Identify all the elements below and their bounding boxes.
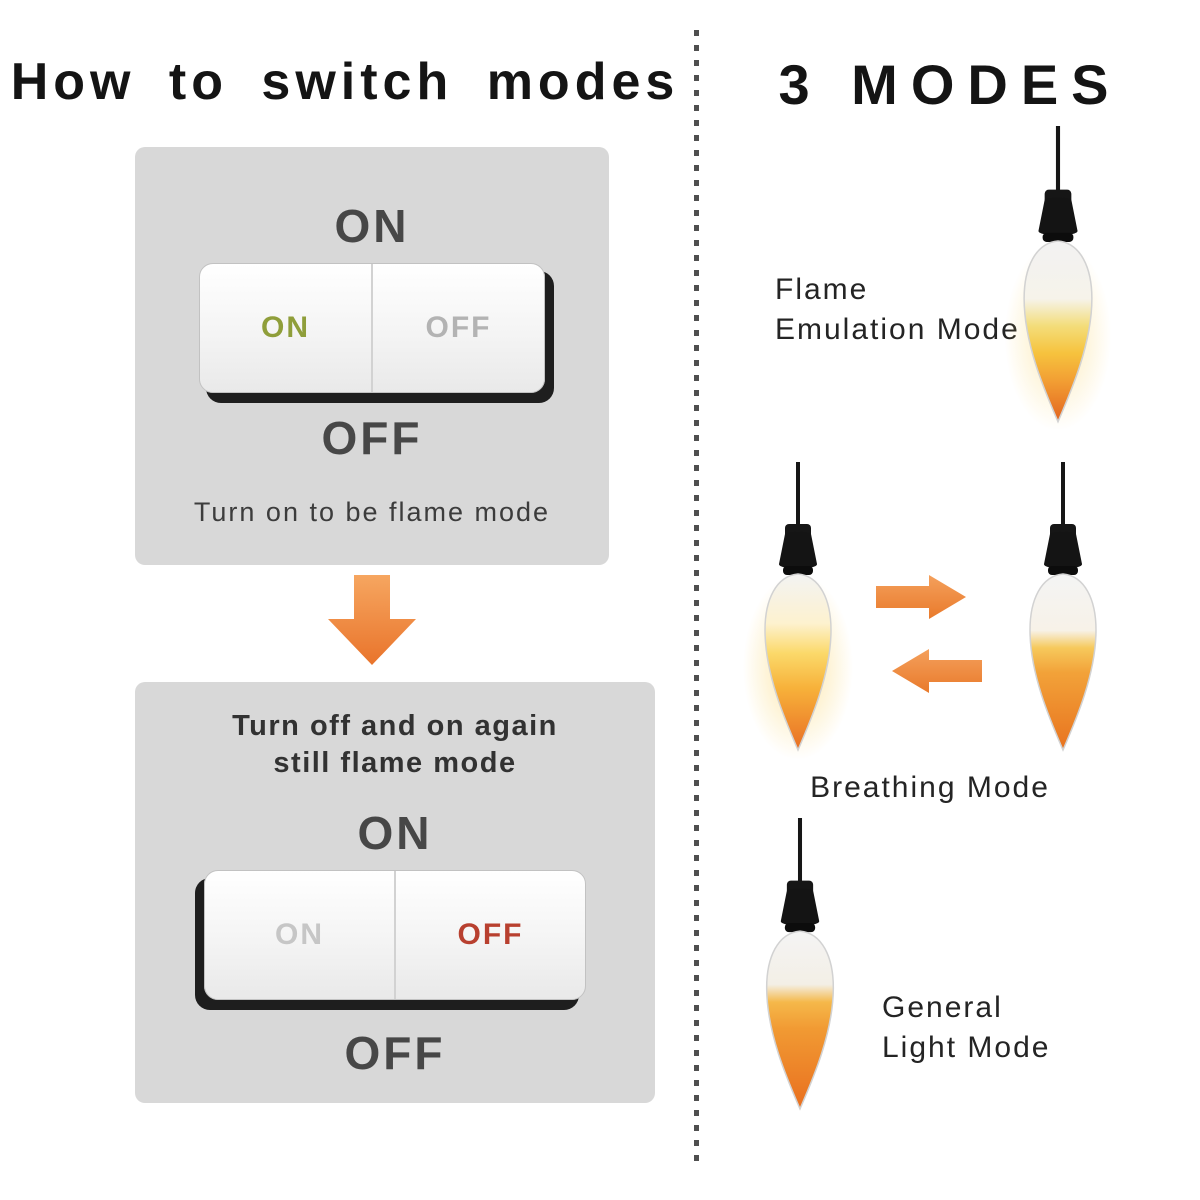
bulb-glass — [1029, 573, 1097, 752]
switch-off-cell: OFF — [371, 264, 544, 392]
bulb-glass — [1023, 240, 1093, 424]
flame-emulation-bulb-icon — [1004, 126, 1112, 431]
left-arrow-icon — [892, 649, 982, 693]
panel1-caption: Turn on to be flame mode — [193, 497, 551, 527]
right-section-title: 3 MODES — [778, 53, 1122, 116]
on-position-word: ON — [357, 807, 433, 859]
off-position-word: OFF — [344, 1027, 446, 1079]
breathing-mode-label: Breathing Mode — [810, 771, 1050, 804]
switch-on-cell: ON — [275, 918, 324, 951]
bulb-socket — [778, 524, 818, 575]
bulb-socket — [1043, 524, 1083, 575]
flame-label-line1: Flame — [775, 273, 869, 306]
bulb-socket — [780, 880, 820, 933]
on-position-word: ON — [334, 200, 410, 252]
switch-off-cell: OFF — [394, 871, 585, 999]
turn-off-on-instruction-panel: Turn off and on again still flame mode O… — [135, 682, 655, 1103]
switch-on-cell: ON — [261, 311, 310, 344]
flame-label-line2: Emulation Mode — [775, 313, 1020, 346]
general-light-bulb-icon — [765, 818, 835, 1111]
panel2-caption-line2: still flame mode — [273, 747, 517, 779]
pendant-cord — [1061, 462, 1065, 526]
pendant-cord — [796, 462, 800, 526]
left-section-title: How to switch modes — [10, 53, 680, 111]
general-light-mode-label: General Light Mode — [882, 988, 1050, 1068]
wall-switch-flame-off: ON OFF — [204, 870, 586, 1000]
general-label-line2: Light Mode — [882, 1031, 1051, 1064]
turn-on-instruction-panel: ON ON OFF OFF Turn on to be flame mode — [135, 147, 609, 565]
bulb-glass — [765, 930, 835, 1111]
dotted-divider — [694, 30, 699, 1170]
panel2-caption: Turn off and on again still flame mode — [232, 708, 558, 782]
wall-switch-flame-on: ON OFF — [199, 263, 545, 393]
pendant-cord — [1055, 126, 1061, 192]
flame-emulation-mode-label: Flame Emulation Mode — [775, 270, 1020, 350]
pendant-cord — [797, 818, 803, 883]
panel2-caption-line1: Turn off and on again — [232, 710, 558, 742]
general-label-line1: General — [882, 991, 1003, 1024]
down-arrow-icon — [328, 575, 416, 665]
breathing-bulb-right-icon — [1029, 462, 1097, 752]
breathing-bulb-left-icon — [743, 462, 853, 760]
off-position-word: OFF — [321, 412, 423, 464]
bulb-glass — [764, 573, 832, 752]
right-arrow-icon — [876, 575, 966, 619]
bulb-socket — [1038, 189, 1078, 243]
